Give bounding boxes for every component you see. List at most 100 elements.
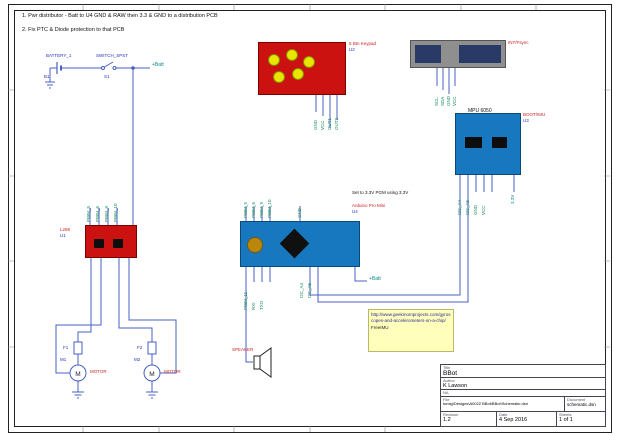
keypad-ref: U2 <box>349 47 355 52</box>
keypad-pad <box>268 54 280 66</box>
arduino-note: Set to 3.3V PGM using 3.3V <box>352 190 409 195</box>
keypad-pad <box>292 68 304 80</box>
keypad-pins <box>315 95 338 128</box>
date-value: 4 Sep 2016 <box>499 417 528 424</box>
na-cell: NA <box>441 390 605 397</box>
arduino-pro-mini-board[interactable] <box>240 221 360 267</box>
na-value: NA <box>443 390 449 395</box>
arduino-pin-label: PWM_10 <box>267 199 272 218</box>
file-label: File <box>443 397 450 402</box>
speaker-wire[interactable] <box>245 267 253 363</box>
file-value: tumig\Designs\A0022 BBot\BBot\Schematic.… <box>443 401 528 407</box>
title-block: Title BBot Author K Lawson NA File tumig… <box>440 364 606 427</box>
date-label: Date <box>499 412 508 417</box>
motor1-wire-c[interactable] <box>55 258 102 374</box>
battery-ref: B1 <box>44 74 50 79</box>
battery-label: BATTERY_1 <box>46 53 72 58</box>
title-label: Title <box>443 365 451 370</box>
driver-pin-label: PWM_10 <box>113 203 118 222</box>
arduino-pin-label: RXI <box>251 302 256 310</box>
keypad-label: 5 Btn Keypad <box>349 41 377 46</box>
motor-2-label: MOTOR <box>164 369 181 374</box>
ground-symbol-motor1 <box>72 391 84 399</box>
keypad-pin-label: OUT2 <box>334 117 339 130</box>
driver-chip-2 <box>113 239 123 248</box>
switch-label: SWITCH_SPST <box>96 53 129 58</box>
imu-chip-2 <box>492 137 507 148</box>
arduino-pin-label: I2C_A5 <box>307 282 312 298</box>
motor-1-letter: M <box>75 371 80 378</box>
author-label: Author <box>443 378 455 383</box>
document-cell: Document schematic.dsn <box>565 397 605 412</box>
keypad-pad <box>303 56 315 68</box>
note-line-1: 1. Pwr distributor - Batt to U4 GND & RA… <box>22 13 218 19</box>
arduino-bottom-pins <box>253 267 271 282</box>
file-cell: File tumig\Designs\A0022 BBot\BBot\Schem… <box>441 397 565 412</box>
mpu-chip <box>415 45 441 63</box>
mpu-pins <box>436 68 456 94</box>
motor2-wire-a[interactable] <box>118 258 153 342</box>
motor-driver-board[interactable] <box>85 225 137 258</box>
imu-breakout-board[interactable] <box>455 113 521 175</box>
ptc-fuse-2[interactable] <box>147 341 157 355</box>
arduino-mcu-chip <box>279 228 310 259</box>
revision-label: Revision <box>443 412 459 417</box>
ground-symbol-motor2 <box>146 391 158 399</box>
switch-symbol[interactable] <box>101 61 151 70</box>
vbatt-net-label: +Batt <box>152 62 164 68</box>
motor-2-symbol[interactable] <box>143 364 161 382</box>
keypad-board[interactable] <box>258 42 346 95</box>
ground-symbol-battery <box>45 81 55 89</box>
mpu-net-label: INT/Fsync <box>508 40 529 45</box>
annotation-note-box[interactable]: http://www.geekmomprojects.com/gyroscope… <box>368 309 454 352</box>
imu-pin-label: I2C_A5 <box>465 199 470 215</box>
author-cell: Author K Lawson <box>441 378 605 390</box>
vbatt-wire-arduino[interactable] <box>354 267 367 282</box>
keypad-pin-label: OUT1 <box>327 117 332 130</box>
arduino-pin-label: TXO <box>259 300 264 310</box>
speaker-symbol[interactable] <box>253 347 272 378</box>
arduino-pin-label: PWM_11 <box>243 291 248 310</box>
date-cell: Date 4 Sep 2016 <box>497 412 557 426</box>
motor-1-symbol[interactable] <box>69 364 87 382</box>
author-value: K Lawson <box>443 383 468 390</box>
revision-value: 1.2 <box>443 417 451 424</box>
arduino-pin-label: PWM_5 <box>243 201 248 218</box>
mpu-pin-label: VCC <box>452 96 457 106</box>
ptc-fuse-1[interactable] <box>73 341 83 355</box>
arduino-reset-pad <box>247 237 263 253</box>
wiring[interactable] <box>45 61 515 399</box>
imu-pin-label: I2C_A4 <box>457 199 462 215</box>
imu-pin-label: VCC <box>481 205 486 215</box>
annotation-caption: FreeIMU <box>371 325 389 331</box>
frame-ticks <box>8 4 610 432</box>
mpu-name: MPU 6050 <box>468 108 492 114</box>
motor-2-ref: M2 <box>134 357 141 362</box>
arduino-pin-label: I2C_A4 <box>299 282 304 298</box>
imu-label: BOOT/IMU <box>523 112 546 117</box>
mpu6050-module[interactable] <box>410 40 506 68</box>
fuse-1-ref: F1 <box>63 345 69 350</box>
driver-ref: U1 <box>60 233 66 238</box>
motor1-wire-a[interactable] <box>77 258 92 342</box>
motor-1-ref: M1 <box>60 357 67 362</box>
i2c-a5-wire[interactable] <box>317 175 469 303</box>
annotation-url: http://www.geekmomprojects.com/gyroscope… <box>371 312 451 323</box>
arduino-pin-label: GND <box>297 208 302 218</box>
driver-pin-label: PWM_5 <box>86 205 91 222</box>
battery-symbol[interactable] <box>49 62 101 82</box>
sheets-value: 1 of 1 <box>559 417 573 424</box>
imu-pins <box>475 175 515 192</box>
sheets-cell: Sheets 1 of 1 <box>557 412 605 426</box>
mpu-connector <box>459 45 501 63</box>
arduino-pin-label: PWM_9 <box>259 201 264 218</box>
keypad-pad <box>286 49 298 61</box>
i2c-a4-wire[interactable] <box>309 175 461 296</box>
driver-pin-label: PWM_9 <box>104 205 109 222</box>
document-label: Document <box>567 397 586 402</box>
motor2-wire-c[interactable] <box>128 258 177 374</box>
driver-top-pins <box>89 208 118 225</box>
imu-ref: U3 <box>523 118 529 123</box>
